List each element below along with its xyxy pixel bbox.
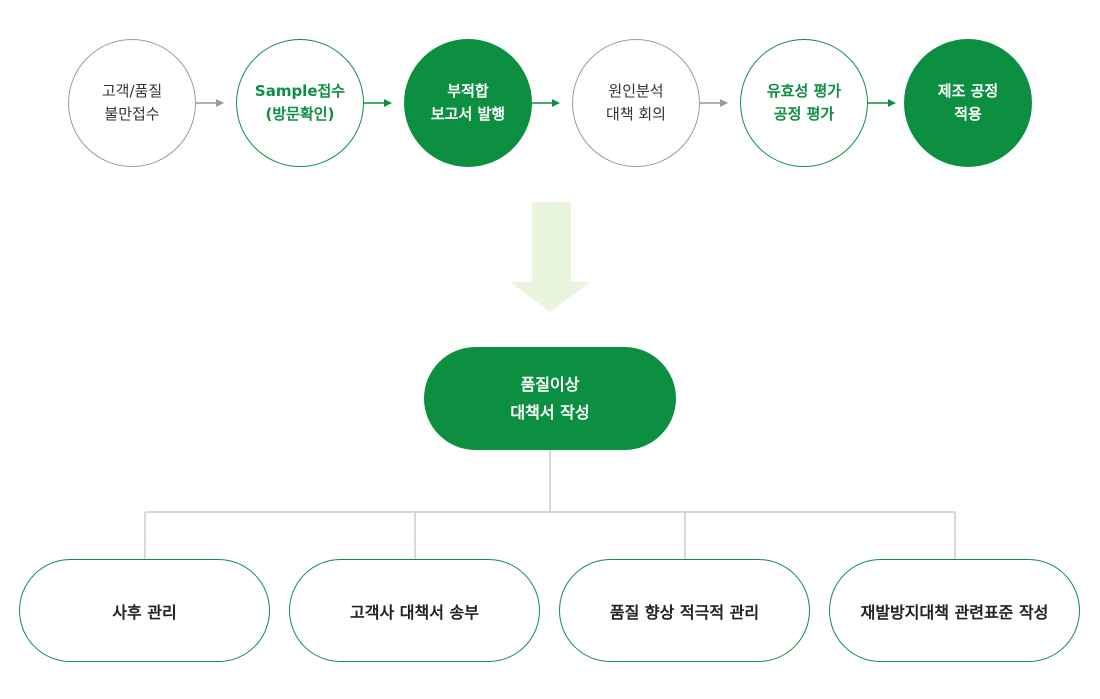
step-label-line1: 제조 공정	[937, 82, 999, 100]
step-label-line2: 보고서 발행	[430, 105, 506, 123]
step-label-line2: 적용	[954, 105, 982, 123]
step-manufacturing-application: 제조 공정 적용	[904, 39, 1032, 167]
step-cause-analysis: 원인분석 대책 회의	[572, 39, 700, 167]
step-customer-complaint: 고객/품질 불만접수	[68, 39, 196, 167]
step-label-line2: (방문확인)	[265, 105, 335, 123]
outcome-recurrence-prevention: 재발방지대책 관련표준 작성	[829, 559, 1080, 662]
step-arrow-2	[364, 99, 392, 107]
outcome-send-countermeasure: 고객사 대책서 송부	[289, 559, 540, 662]
step-label-line2: 공정 평가	[773, 105, 835, 123]
step-label-line2: 불만접수	[104, 105, 160, 123]
step-effectiveness-evaluation: 유효성 평가 공정 평가	[740, 39, 868, 167]
outcome-follow-up-management: 사후 관리	[19, 559, 270, 662]
step-arrow-4	[700, 99, 728, 107]
step-arrow-3	[532, 99, 560, 107]
step-label-line1: 부적합	[447, 82, 489, 100]
center-label-line1: 품질이상	[520, 374, 580, 394]
step-label-line1: 유효성 평가	[766, 82, 842, 100]
step-label-line2: 대책 회의	[606, 105, 666, 123]
step-arrow-5	[868, 99, 896, 107]
step-sample-receipt: Sample접수 (방문확인)	[236, 39, 364, 167]
outcome-quality-improvement: 품질 향상 적극적 관리	[559, 559, 810, 662]
step-label-line1: Sample접수	[254, 82, 346, 100]
step-nonconformance-report: 부적합 보고서 발행	[404, 39, 532, 167]
step-arrow-1	[196, 99, 224, 107]
step-label-line1: 고객/품질	[101, 82, 163, 100]
quality-countermeasure-node: 품질이상 대책서 작성	[424, 347, 676, 450]
tree-connector	[144, 450, 956, 559]
step-label-line1: 원인분석	[608, 82, 664, 100]
center-label-line2: 대책서 작성	[510, 402, 590, 422]
big-down-arrow-icon	[510, 202, 590, 312]
